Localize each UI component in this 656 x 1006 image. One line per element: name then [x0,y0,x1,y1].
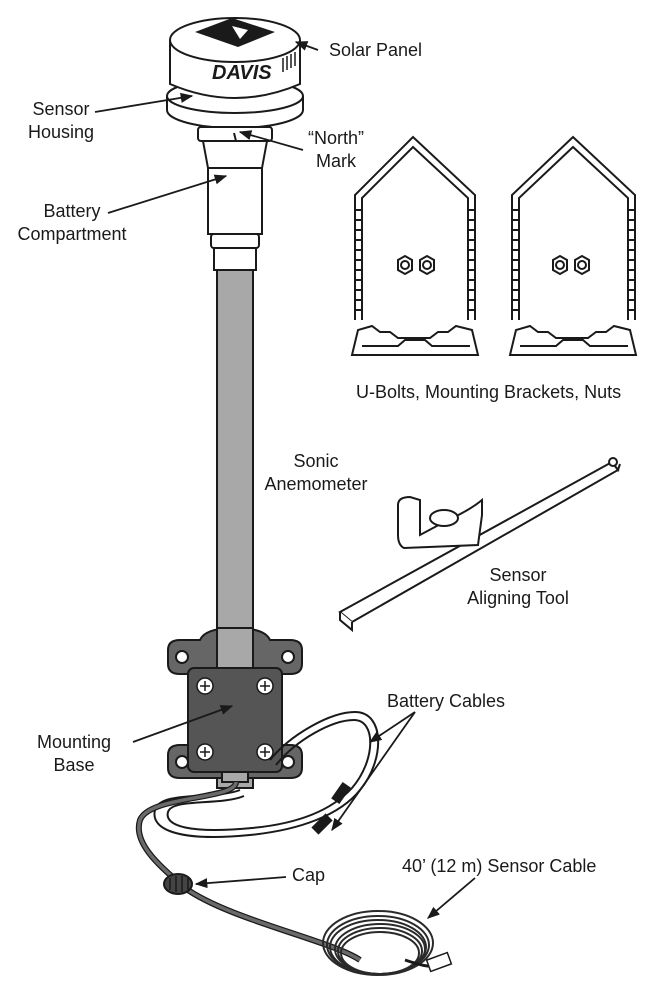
battery-compartment-label-line2: Compartment [17,224,127,244]
north-mark-label-line2: Mark [316,151,356,171]
ubolt-left [354,135,476,320]
battery-compartment-label-line1: Battery [43,201,101,221]
sensor-housing-label-line2: Housing [27,122,95,142]
sensor-cable-label: 40’ (12 m) Sensor Cable [402,856,597,876]
mounting-brackets [350,324,638,356]
solar-panel [195,18,275,47]
north-mark-label: “North” Mark [296,127,376,173]
sonic-anemometer-label-line1: Sonic [293,451,339,471]
leader-arrows [94,41,476,919]
nuts [397,254,590,276]
cable-cap [163,873,193,895]
mounting-base-label-line2: Base [53,755,95,775]
ubolts-label: U-Bolts, Mounting Brackets, Nuts [356,382,622,402]
sonic-anemometer-label-line2: Anemometer [264,474,368,494]
cable-plug [425,951,453,973]
sensor-housing-label-line1: Sensor [32,99,90,119]
mounting-base [167,626,303,783]
sensor-cable [135,780,439,976]
brand-logo: DAVIS [212,62,272,84]
solar-panel-label: Solar Panel [329,40,423,60]
battery-compartment-label: Battery Compartment [8,200,136,246]
mounting-base-label-line1: Mounting [36,732,112,752]
housing-ticks [282,52,296,72]
sensor-aligning-tool-label-line1: Sensor [489,565,547,585]
cap-label: Cap [292,865,326,885]
sensor-aligning-tool-label-line2: Aligning Tool [467,588,569,608]
battery-compartment [201,140,269,271]
sensor-housing [166,17,304,129]
battery-cables-label: Battery Cables [387,691,506,711]
ubolt-right [511,135,636,320]
mounting-base-label: Mounting Base [26,731,122,777]
north-mark-label-line1: “North” [307,128,364,148]
sensor-aligning-tool-label: Sensor Aligning Tool [456,564,580,610]
sensor-aligning-tool [338,457,621,633]
sensor-housing-label: Sensor Housing [16,98,106,144]
sonic-anemometer-label: Sonic Anemometer [256,450,376,496]
